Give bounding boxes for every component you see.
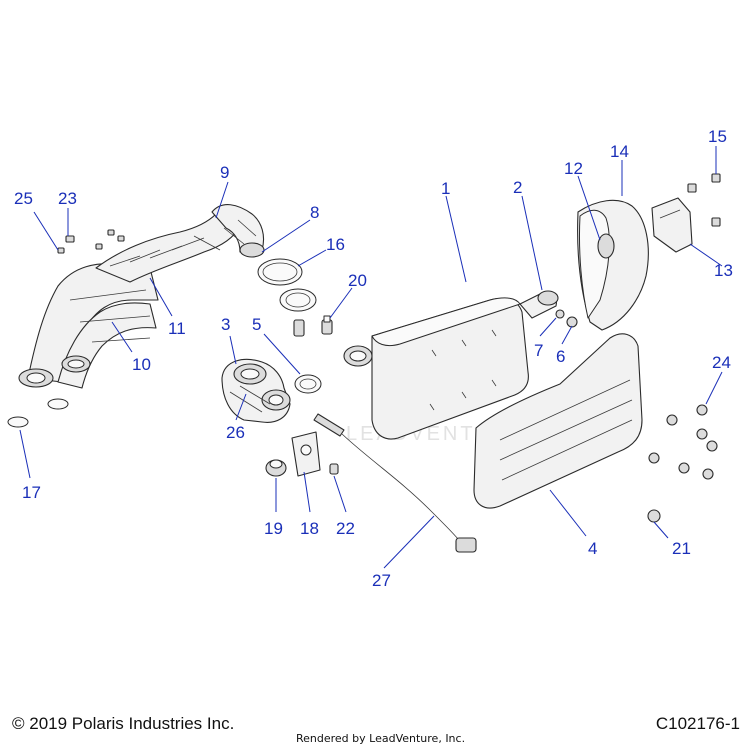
callout-labels: 1 2 3 4 5 6 7 8 9 10 11 12 13 14 15 16 1… [14,127,733,590]
part-24-nuts[interactable] [648,404,718,480]
callout-26[interactable]: 26 [226,423,245,442]
callout-4[interactable]: 4 [588,539,597,558]
part-22-bolt[interactable] [329,463,339,475]
part-1-muffler[interactable] [343,290,559,440]
callout-3[interactable]: 3 [221,315,230,334]
diagram-code: C102176-1 [655,714,740,733]
part-5-bolt[interactable] [293,319,305,337]
callout-13[interactable]: 13 [714,261,733,280]
callout-12[interactable]: 12 [564,159,583,178]
part-13-bracket[interactable] [651,197,693,253]
part-15-bolts[interactable] [687,173,721,227]
rendered-by-text: Rendered by LeadVenture, Inc. [296,732,466,745]
callout-16[interactable]: 16 [326,235,345,254]
callout-24[interactable]: 24 [712,353,731,372]
part-14-end-cap-shield[interactable] [577,199,649,331]
callout-19[interactable]: 19 [264,519,283,538]
part-27-o2-sensor[interactable] [313,413,477,553]
part-8-clamp[interactable] [257,258,303,286]
callout-9[interactable]: 9 [220,163,229,182]
part-23-hardware[interactable] [65,229,125,250]
callout-20[interactable]: 20 [348,271,367,290]
part-21-nut[interactable] [647,509,661,523]
part-25-hardware[interactable] [57,247,65,254]
callout-18[interactable]: 18 [300,519,319,538]
leader-lines [19,146,723,569]
part-17-gaskets[interactable] [7,398,69,428]
part-9-11-pipe-bend[interactable] [95,204,265,283]
callout-17[interactable]: 17 [22,483,41,502]
part-4-heat-shield[interactable] [473,333,643,509]
callout-25[interactable]: 25 [14,189,33,208]
callout-10[interactable]: 10 [132,355,151,374]
part-10-front-pipe[interactable] [18,263,159,389]
part-19-grommet[interactable] [265,459,287,477]
part-3-26-y-pipe[interactable] [221,358,291,423]
callout-21[interactable]: 21 [672,539,691,558]
part-18-bracket[interactable] [291,431,321,477]
callout-6[interactable]: 6 [556,347,565,366]
part-20-sensor[interactable] [321,315,333,335]
callout-23[interactable]: 23 [58,189,77,208]
part-12-grommet [597,233,615,259]
callout-15[interactable]: 15 [708,127,727,146]
callout-1[interactable]: 1 [441,179,450,198]
callout-7[interactable]: 7 [534,341,543,360]
callout-14[interactable]: 14 [610,142,629,161]
callout-11[interactable]: 11 [168,319,186,338]
part-5-ring[interactable] [294,374,322,394]
part-6-7-fasteners[interactable] [555,309,578,328]
part-16-gasket[interactable] [279,288,317,312]
callout-8[interactable]: 8 [310,203,319,222]
callout-5[interactable]: 5 [252,315,261,334]
callout-2[interactable]: 2 [513,178,522,197]
copyright-text: © 2019 Polaris Industries Inc. [12,714,235,733]
callout-22[interactable]: 22 [336,519,355,538]
callout-27[interactable]: 27 [372,571,391,590]
